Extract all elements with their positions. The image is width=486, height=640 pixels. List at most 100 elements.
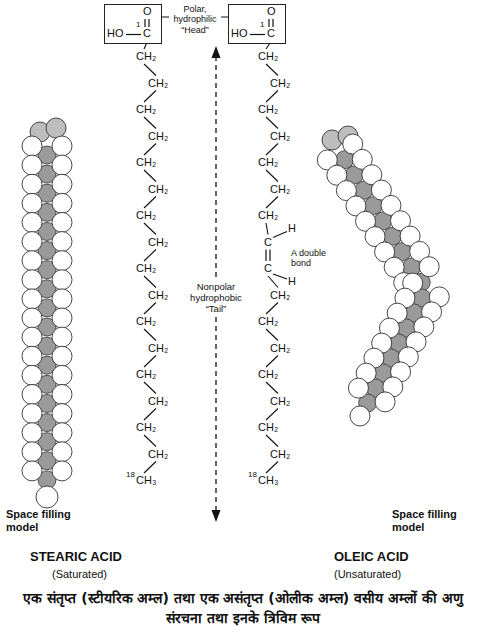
hydrogen-atom-sphere	[22, 365, 42, 385]
double-bond-line	[269, 250, 270, 262]
model-label: Space filling model	[392, 508, 474, 533]
hydrogen-atom-sphere	[22, 174, 42, 194]
chain-group: CH₂	[258, 209, 278, 222]
bond-line	[273, 232, 287, 238]
bond-line	[266, 144, 278, 156]
hydrogen-atom-sphere	[22, 193, 42, 213]
chain-group: CH₂	[270, 183, 290, 196]
hydrogen-atom-sphere	[52, 384, 72, 404]
bond-line	[266, 64, 278, 76]
chain-group: CH₂	[270, 130, 290, 143]
chain-group: CH₂	[136, 315, 156, 328]
carbon-number: 1	[136, 20, 140, 29]
hydrogen-atom-sphere	[22, 461, 42, 481]
hydrogen-atom-sphere	[52, 136, 72, 156]
double-bond-label: A double bond	[291, 248, 337, 269]
hydrogen-atom-sphere	[22, 423, 42, 443]
hydrogen-atom-sphere	[52, 155, 72, 175]
hydrogen-atom-sphere	[22, 232, 42, 252]
acid-type: (Unsaturated)	[334, 568, 401, 581]
stearic-chain-spheres	[22, 136, 72, 489]
hydrogen-atom-sphere	[22, 136, 42, 156]
chain-group: CH₂	[136, 156, 156, 169]
bond-line	[268, 276, 278, 288]
bond-line	[266, 382, 278, 394]
bond-line	[144, 223, 156, 235]
bond-line	[144, 382, 156, 394]
chain-group: CH₂	[148, 236, 168, 249]
bond-line	[266, 329, 278, 341]
bond-line	[144, 276, 156, 288]
chain-group: CH₂	[258, 103, 278, 116]
bond-line	[144, 250, 156, 262]
hydrogen-atom-sphere	[52, 423, 72, 443]
chain-group: CH₂	[258, 421, 278, 434]
chain-group: CH₂	[258, 368, 278, 381]
chain-group: CH₂	[136, 421, 156, 434]
carbon-atom: C	[143, 27, 151, 40]
double-bond-line	[144, 19, 145, 27]
hydrogen-atom-sphere	[36, 486, 58, 508]
bond-line	[144, 462, 156, 474]
hydrogen-atom-sphere	[348, 378, 368, 398]
chain-group: CH₂	[136, 103, 156, 116]
model-label: Space filling model	[6, 508, 86, 533]
double-bond-line	[265, 250, 266, 262]
bond-line	[144, 170, 156, 182]
hydrogen-atom-sphere	[52, 270, 72, 290]
chain-group: CH₂	[136, 50, 156, 63]
carbon-atom: C	[264, 262, 272, 275]
hydrogen-atom-sphere	[52, 442, 72, 462]
chain-group: CH₂	[136, 262, 156, 275]
oxygen-atom: O	[267, 5, 276, 18]
tail-label: Nonpolar hydrophobic “Tail”	[182, 280, 250, 317]
oleic-space-model	[317, 126, 449, 426]
carboxyl-head-box: OHO1C	[104, 4, 162, 44]
hydrogen-atom-sphere	[52, 365, 72, 385]
chain-group: CH₂	[148, 130, 168, 143]
acid-name: STEARIC ACID	[30, 550, 122, 565]
carbon-atom: C	[267, 27, 275, 40]
hydrogen-atom-sphere	[22, 346, 42, 366]
oxygen-atom-sphere	[46, 118, 66, 138]
leader-line	[162, 17, 169, 18]
bond-line	[266, 117, 278, 129]
bond-line	[144, 435, 156, 447]
hydrogen-atom-sphere	[52, 461, 72, 481]
bond-line	[144, 356, 156, 368]
hydrogen-atom-sphere	[52, 212, 72, 232]
chain-group: CH₂	[148, 289, 168, 302]
bond-line	[266, 303, 278, 315]
hydrogen-atom-sphere	[22, 442, 42, 462]
oxygen-atom: O	[143, 5, 152, 18]
bond-line	[144, 64, 156, 76]
double-bond-line	[268, 19, 269, 27]
carbon-number: 1	[260, 20, 264, 29]
chain-group: CH₂	[136, 368, 156, 381]
chain-group: CH₂	[136, 209, 156, 222]
chain-group: CH₂	[148, 77, 168, 90]
bond-line	[144, 117, 156, 129]
chain-group: CH₂	[258, 156, 278, 169]
hydrogen-atom-sphere	[22, 404, 42, 424]
leader-line	[221, 17, 228, 18]
hydrogen-atom-sphere	[22, 327, 42, 347]
bond-line	[266, 435, 278, 447]
chain-group: CH₂	[148, 183, 168, 196]
hydrogen-atom-sphere	[52, 308, 72, 328]
double-bond-line	[272, 19, 273, 27]
chain-group: CH₂	[270, 289, 290, 302]
head-label: Polar, hydrophilic “Head”	[166, 4, 224, 35]
bond-line	[273, 274, 287, 279]
chain-group: CH₂	[148, 342, 168, 355]
hydrogen-atom-sphere	[22, 384, 42, 404]
chain-group: CH₃	[258, 474, 278, 487]
chain-group: CH₂	[270, 77, 290, 90]
hydrogen-atom-sphere	[22, 308, 42, 328]
chain-group: CH₂	[148, 395, 168, 408]
bond-line	[144, 144, 156, 156]
bond-line	[144, 303, 156, 315]
hydrogen-atom-sphere	[52, 404, 72, 424]
bond-line	[266, 197, 278, 209]
